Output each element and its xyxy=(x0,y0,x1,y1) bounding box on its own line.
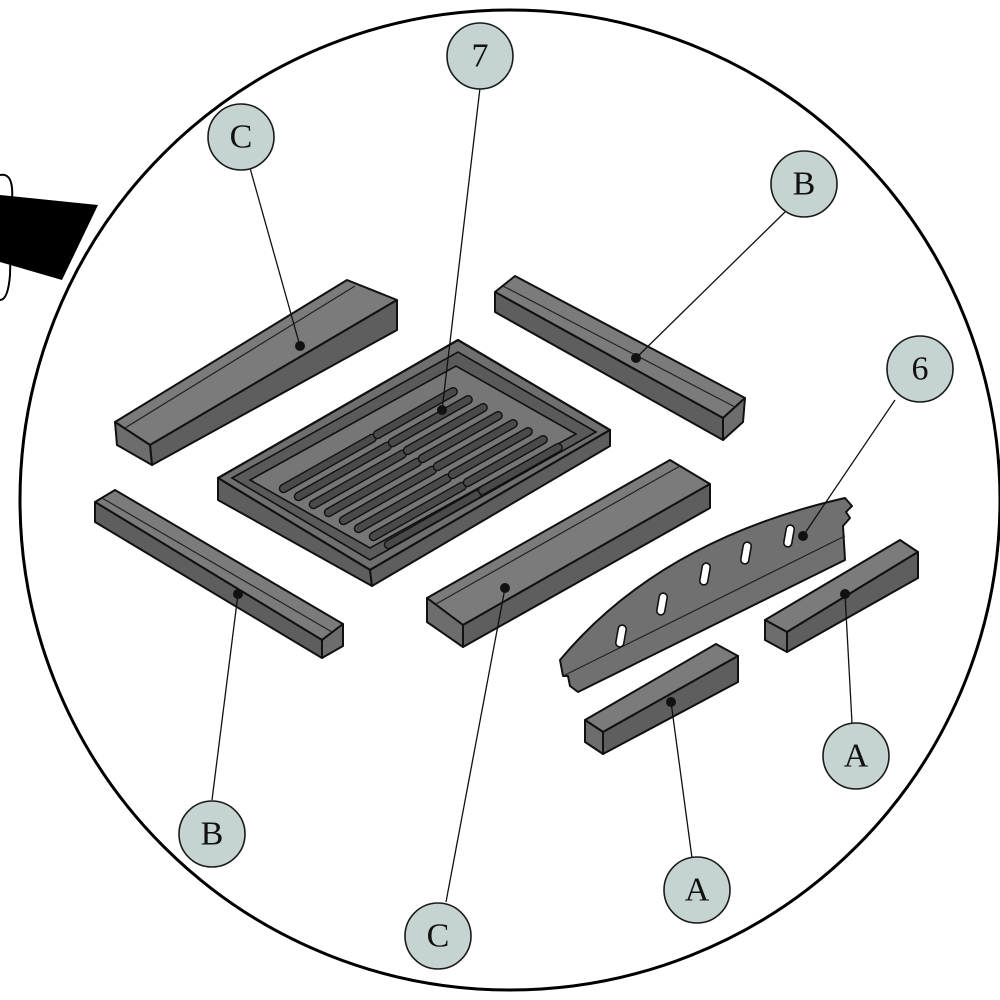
callout-c-top-label: C xyxy=(230,119,253,156)
callout-b-bottom-label: B xyxy=(201,816,224,853)
brick-c-bottom xyxy=(426,459,711,648)
callout-6: 6 xyxy=(886,335,954,403)
detail-circle xyxy=(18,8,1000,992)
callout-c-top: C xyxy=(207,103,275,171)
callout-a-bottom: A xyxy=(663,856,731,924)
brick-c-top xyxy=(114,279,398,466)
callout-a-right: A xyxy=(822,722,890,790)
grate-slots xyxy=(278,386,563,550)
callout-c-bottom-label: C xyxy=(427,918,450,955)
brick-b-top xyxy=(494,275,746,441)
callout-b-top-label: B xyxy=(793,166,816,203)
callout-c-bottom: C xyxy=(404,902,472,970)
callout-6-label: 6 xyxy=(912,351,929,388)
stove-body-fragment xyxy=(0,173,98,301)
callout-a-bottom-label: A xyxy=(685,872,710,909)
callout-7-label: 7 xyxy=(472,38,489,75)
callout-a-right-label: A xyxy=(844,738,869,775)
callout-b-bottom: B xyxy=(178,800,246,868)
callout-7: 7 xyxy=(446,22,514,90)
callout-b-top: B xyxy=(770,150,838,218)
brick-a-right xyxy=(764,539,919,653)
baffle-plate xyxy=(559,497,853,693)
leader-lines xyxy=(211,87,896,903)
brick-b-bottom xyxy=(94,489,344,659)
grate-tray xyxy=(216,338,612,587)
